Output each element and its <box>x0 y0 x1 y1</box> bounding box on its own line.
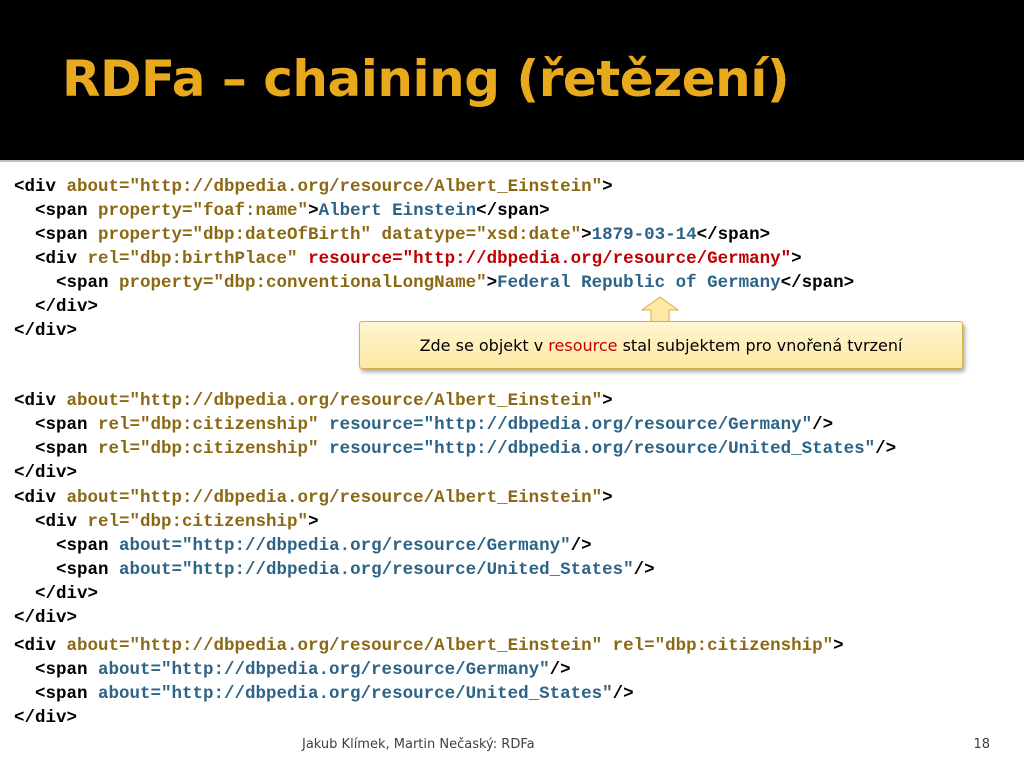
code-line: <span property="foaf:name">Albert Einste… <box>14 199 854 223</box>
code-tag: <span <box>14 201 99 221</box>
code-tag: </span> <box>476 201 550 221</box>
code-line: <div rel="dbp:birthPlace" resource="http… <box>14 247 854 271</box>
code-resource-attribute: about="http://dbpedia.org/resource/Unite… <box>119 560 634 580</box>
code-attribute: property="dbp:dateOfBirth" datatype="xsd… <box>98 225 582 245</box>
code-attribute: about="http://dbpedia.org/resource/Alber… <box>66 391 603 411</box>
code-tag: <span <box>14 273 120 293</box>
code-tag: </span> <box>696 225 771 245</box>
code-line: <span about="http://dbpedia.org/resource… <box>14 534 655 558</box>
callout-text: stal subjektem pro vnořená tvrzení <box>617 335 903 355</box>
code-tag: </div> <box>14 463 78 483</box>
code-line: </div> <box>14 319 854 343</box>
code-line: <div rel="dbp:citizenship"> <box>14 510 655 534</box>
code-tag: <span <box>14 225 99 245</box>
code-block-3: <div about="http://dbpedia.org/resource/… <box>14 486 655 630</box>
code-line: <div about="http://dbpedia.org/resource/… <box>14 175 854 199</box>
code-attribute: rel="dbp:birthPlace" <box>87 249 309 269</box>
code-line: <div about="http://dbpedia.org/resource/… <box>14 634 844 658</box>
slide-footer: Jakub Klímek, Martin Nečaský: RDFa <box>302 737 535 752</box>
code-resource-attribute: resource="http://dbpedia.org/resource/Ge… <box>308 249 792 269</box>
code-tag: </div> <box>14 608 78 628</box>
code-tag: </div> <box>14 321 78 341</box>
code-tag: <div <box>14 512 88 532</box>
code-attribute: about="http://dbpedia.org/resource/Alber… <box>66 488 603 508</box>
code-tag: > <box>602 391 613 411</box>
code-tag: <span <box>14 536 120 556</box>
code-resource-attribute: resource="http://dbpedia.org/resource/Un… <box>329 439 876 459</box>
code-tag: > <box>581 225 592 245</box>
code-tag: > <box>486 273 498 293</box>
code-tag: /> <box>633 560 655 580</box>
slide-title: RDFa – chaining (řetězení) <box>62 50 790 108</box>
code-line: <div about="http://dbpedia.org/resource/… <box>14 486 655 510</box>
code-line: <div about="http://dbpedia.org/resource/… <box>14 389 896 413</box>
code-resource-attribute: about="http://dbpedia.org/resource/Germa… <box>119 536 571 556</box>
code-tag: <div <box>14 249 88 269</box>
code-attribute: rel="dbp:citizenship" <box>87 512 309 532</box>
callout-text: Zde se objekt v <box>419 335 549 355</box>
code-attribute: property="dbp:conventionalLongName" <box>119 273 487 293</box>
code-line: <span property="dbp:conventionalLongName… <box>14 271 854 295</box>
code-resource-attribute: about="http://dbpedia.org/resource/Unite… <box>98 684 613 704</box>
header-divider <box>0 160 1024 162</box>
code-text-value: Federal Republic of Germany <box>497 273 781 293</box>
code-tag: > <box>308 512 319 532</box>
code-tag: /> <box>570 536 592 556</box>
code-tag: > <box>602 177 613 197</box>
code-tag: /> <box>812 415 834 435</box>
code-line: <span property="dbp:dateOfBirth" datatyp… <box>14 223 854 247</box>
code-tag: </div> <box>14 297 99 317</box>
code-block-2: <div about="http://dbpedia.org/resource/… <box>14 389 896 485</box>
code-text-value: Albert Einstein <box>318 201 477 221</box>
code-tag: </span> <box>780 273 855 293</box>
code-tag: > <box>833 636 844 656</box>
code-tag: <span <box>14 560 120 580</box>
code-text-value: 1879-03-14 <box>591 225 697 245</box>
code-line: <span about="http://dbpedia.org/resource… <box>14 682 844 706</box>
code-tag: <div <box>14 177 67 197</box>
callout-highlight: resource <box>548 335 618 355</box>
code-attribute: property="foaf:name" <box>98 201 309 221</box>
code-block-4: <div about="http://dbpedia.org/resource/… <box>14 634 844 730</box>
code-tag: <span <box>14 684 99 704</box>
code-line: <span rel="dbp:citizenship" resource="ht… <box>14 413 896 437</box>
code-block-1: <div about="http://dbpedia.org/resource/… <box>14 175 854 343</box>
callout-arrow-icon <box>641 296 679 323</box>
code-tag: /> <box>875 439 897 459</box>
code-tag: <div <box>14 636 67 656</box>
code-tag: </div> <box>14 708 78 728</box>
code-attribute: about="http://dbpedia.org/resource/Alber… <box>66 636 834 656</box>
code-tag: <div <box>14 488 67 508</box>
code-tag: </div> <box>14 584 99 604</box>
explanation-callout: Zde se objekt v resource stal subjektem … <box>359 321 963 369</box>
code-tag: /> <box>549 660 571 680</box>
code-tag: <span <box>14 415 99 435</box>
slide-header: RDFa – chaining (řetězení) <box>0 0 1024 160</box>
code-tag: /> <box>612 684 634 704</box>
code-attribute: rel="dbp:citizenship" <box>98 415 330 435</box>
code-tag: <span <box>14 439 99 459</box>
code-line: </div> <box>14 582 655 606</box>
code-attribute: rel="dbp:citizenship" <box>98 439 330 459</box>
code-line: </div> <box>14 606 655 630</box>
code-resource-attribute: about="http://dbpedia.org/resource/Germa… <box>98 660 550 680</box>
code-line: </div> <box>14 461 896 485</box>
code-line: </div> <box>14 706 844 730</box>
code-tag: <div <box>14 391 67 411</box>
code-tag: <span <box>14 660 99 680</box>
code-tag: > <box>791 249 802 269</box>
code-resource-attribute: resource="http://dbpedia.org/resource/Ge… <box>329 415 813 435</box>
code-tag: > <box>602 488 613 508</box>
code-attribute: about="http://dbpedia.org/resource/Alber… <box>66 177 603 197</box>
code-line: <span rel="dbp:citizenship" resource="ht… <box>14 437 896 461</box>
code-line: <span about="http://dbpedia.org/resource… <box>14 558 655 582</box>
code-line: <span about="http://dbpedia.org/resource… <box>14 658 844 682</box>
code-line: </div> <box>14 295 854 319</box>
page-number: 18 <box>973 737 990 752</box>
code-tag: > <box>308 201 319 221</box>
